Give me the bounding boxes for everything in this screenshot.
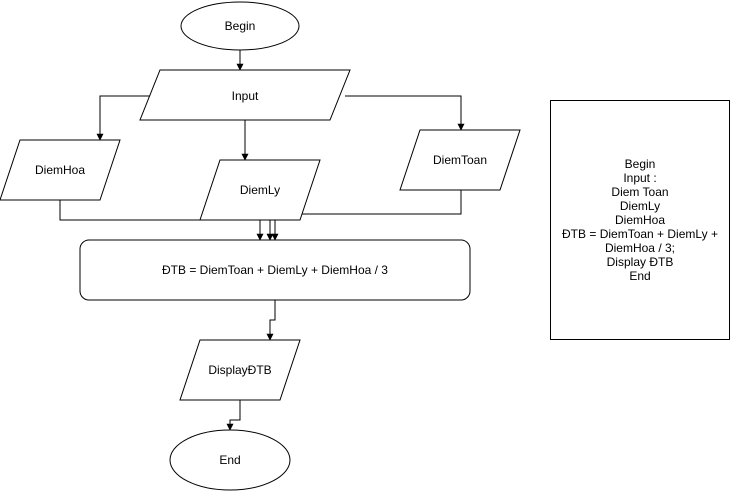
pseudocode-text: Begin Input : Diem Toan DiemLy DiemHoa Đ…	[562, 157, 718, 283]
note-line: DiemHoa	[614, 213, 665, 227]
note-line: DiemLy	[619, 199, 661, 213]
end-label: End	[219, 453, 240, 467]
connector-input-diemtoan	[345, 95, 465, 131]
diemhoa-parallelogram	[0, 139, 121, 201]
note-line: Input :	[623, 171, 657, 185]
connector-diemhoa-calc	[59, 200, 264, 241]
end-terminator	[169, 429, 291, 491]
note-line: ĐTB = DiemToan + DiemLy +	[562, 227, 718, 241]
diemly-label: DiemLy	[240, 183, 280, 197]
connector-diemtoan-calc	[271, 190, 462, 241]
input-label: Input	[232, 89, 259, 103]
note-line: Begin	[624, 157, 656, 171]
pseudocode-note: Begin Input : Diem Toan DiemLy DiemHoa Đ…	[550, 100, 730, 340]
diemtoan-label: DiemToan	[433, 153, 487, 167]
diemtoan-parallelogram	[399, 129, 521, 191]
display-label: DisplayĐTB	[208, 363, 271, 377]
input-parallelogram	[139, 69, 351, 121]
diemhoa-label: DiemHoa	[35, 163, 85, 177]
calc-label: ĐTB = DiemToan + DiemLy + DiemHoa / 3	[162, 263, 388, 277]
connector-calc-display	[266, 300, 276, 341]
begin-label: Begin	[225, 19, 256, 33]
display-parallelogram	[179, 339, 301, 401]
note-line: End	[629, 269, 651, 283]
note-line: Diem Toan	[611, 185, 669, 199]
calc-process-box	[79, 239, 471, 301]
begin-terminator	[180, 1, 300, 51]
connector-display-end	[226, 400, 241, 431]
diemly-parallelogram	[199, 159, 321, 221]
note-line: DiemHoa / 3;	[604, 241, 675, 255]
connector-input-diemhoa	[96, 95, 150, 141]
note-line: Display ĐTB	[606, 255, 674, 269]
